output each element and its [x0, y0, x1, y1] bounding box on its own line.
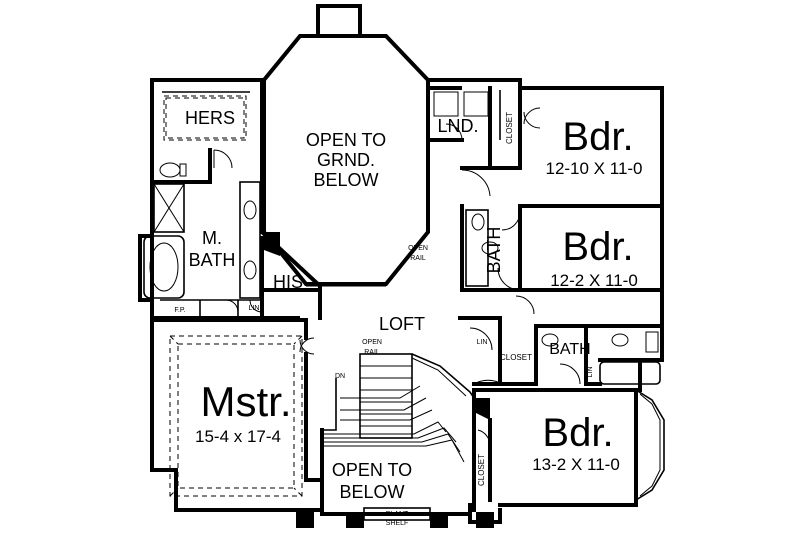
bedroom-1-name: Bdr. — [562, 115, 633, 159]
hers-closet-label: HERS — [185, 108, 235, 128]
bedroom-3-name: Bdr. — [542, 411, 613, 455]
fireplace-label: F.P. — [174, 307, 185, 314]
master-bath-label-1: M. — [202, 228, 222, 248]
plant-shelf-label-1: PLANT — [386, 511, 409, 518]
plant-shelf-label-2: SHELF — [386, 520, 409, 527]
interior-walls — [138, 78, 664, 512]
laundry-label: LND. — [437, 116, 478, 136]
open-rail-1-line-1: OPEN — [408, 245, 428, 252]
room-labels: HERS OPEN TO GRND. BELOW LND. CLOSET Bdr… — [174, 108, 642, 527]
bedroom-3-closet-label: CLOSET — [477, 454, 486, 486]
laundry-closet-label: CLOSET — [505, 112, 514, 144]
bath-1-label: BATH — [484, 227, 504, 274]
his-closet-label: HIS — [273, 272, 303, 292]
front-columns — [296, 512, 494, 528]
loft-label: LOFT — [379, 314, 425, 334]
open-to-ground-label-1: OPEN TO — [306, 130, 386, 150]
master-tray-ceiling — [169, 335, 303, 497]
bedroom-2-name: Bdr. — [562, 225, 633, 269]
chimney — [316, 4, 362, 38]
open-to-ground-label-2: GRND. — [317, 150, 375, 170]
staircase — [306, 285, 475, 463]
master-bath-label-2: BATH — [189, 250, 236, 270]
bedroom-2-dimensions: 12-2 X 11-0 — [550, 271, 638, 290]
door-swings — [213, 107, 581, 447]
open-to-below-label-2: BELOW — [339, 482, 404, 502]
stairs-down-label: DN — [335, 373, 345, 380]
linen-3-label: LIN — [587, 367, 594, 378]
bay-window — [635, 389, 665, 501]
open-rail-2-line-1: OPEN — [362, 339, 382, 346]
open-to-below-label-1: OPEN TO — [332, 460, 412, 480]
fixtures — [143, 91, 661, 385]
open-rail-2-line-2: RAIL — [364, 349, 380, 356]
bedroom-1-dimensions: 12-10 X 11-0 — [545, 159, 642, 178]
bath-2-label: BATH — [549, 341, 590, 358]
plant-shelf — [363, 507, 431, 521]
open-to-ground-label-3: BELOW — [313, 170, 378, 190]
bedroom-3-dimensions: 13-2 X 11-0 — [532, 455, 620, 474]
linen-2-label: LIN — [477, 339, 488, 346]
master-bedroom-name: Mstr. — [201, 378, 292, 425]
linen-1-label: LIN — [249, 305, 260, 312]
hall-closet-label: CLOSET — [500, 353, 532, 362]
master-bedroom-dimensions: 15-4 x 17-4 — [195, 427, 281, 446]
open-rail-1-line-2: RAIL — [410, 255, 426, 262]
